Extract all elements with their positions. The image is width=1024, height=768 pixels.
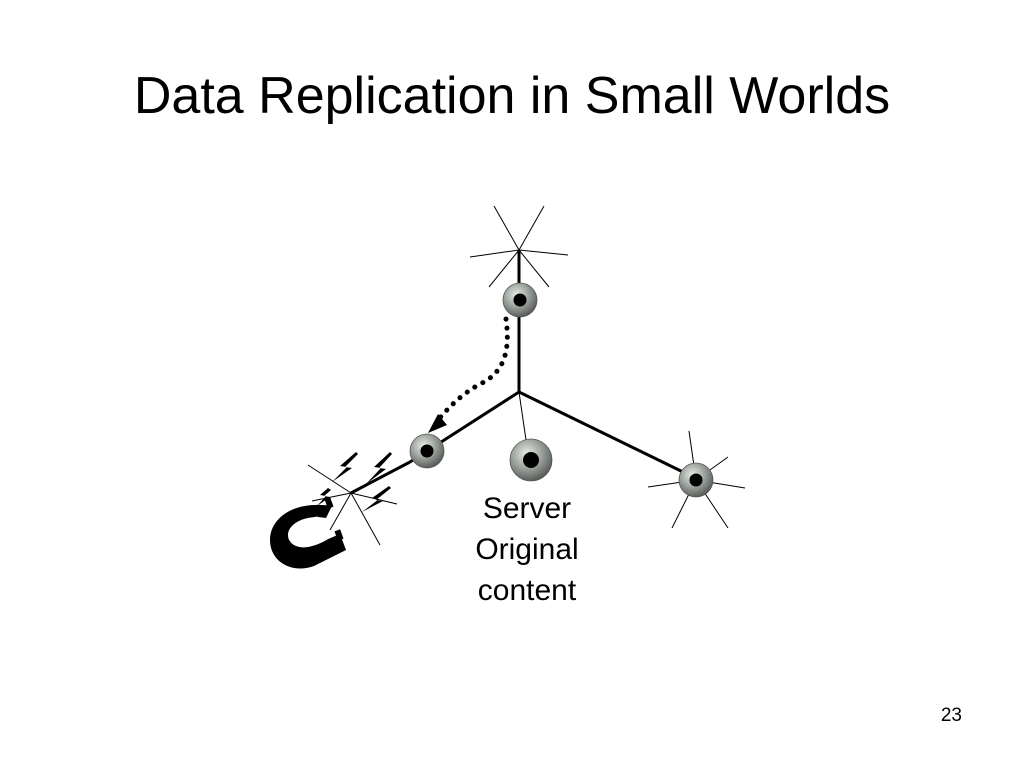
server-label-line: Original: [475, 533, 579, 566]
cd-disc-icon: [409, 433, 445, 469]
magnet-icon: [270, 497, 346, 569]
server-label-line: content: [477, 574, 577, 607]
page-number: 23: [940, 705, 962, 726]
cd-disc-icon: [509, 438, 553, 482]
link-center-right: [518, 390, 684, 474]
link-center-server: [518, 391, 527, 441]
top-node-spokes: [469, 205, 569, 288]
cd-disc-icon: [678, 462, 714, 498]
lightning-icon: [317, 452, 392, 512]
dotted-arrow-icon: [428, 316, 510, 433]
server-label-line: Server: [482, 492, 572, 525]
client-node-spokes: [307, 460, 411, 546]
cd-disc-icon: [502, 282, 538, 318]
server-label: Server Original content: [447, 488, 607, 611]
slide-title: Data Replication in Small Worlds: [133, 67, 891, 125]
